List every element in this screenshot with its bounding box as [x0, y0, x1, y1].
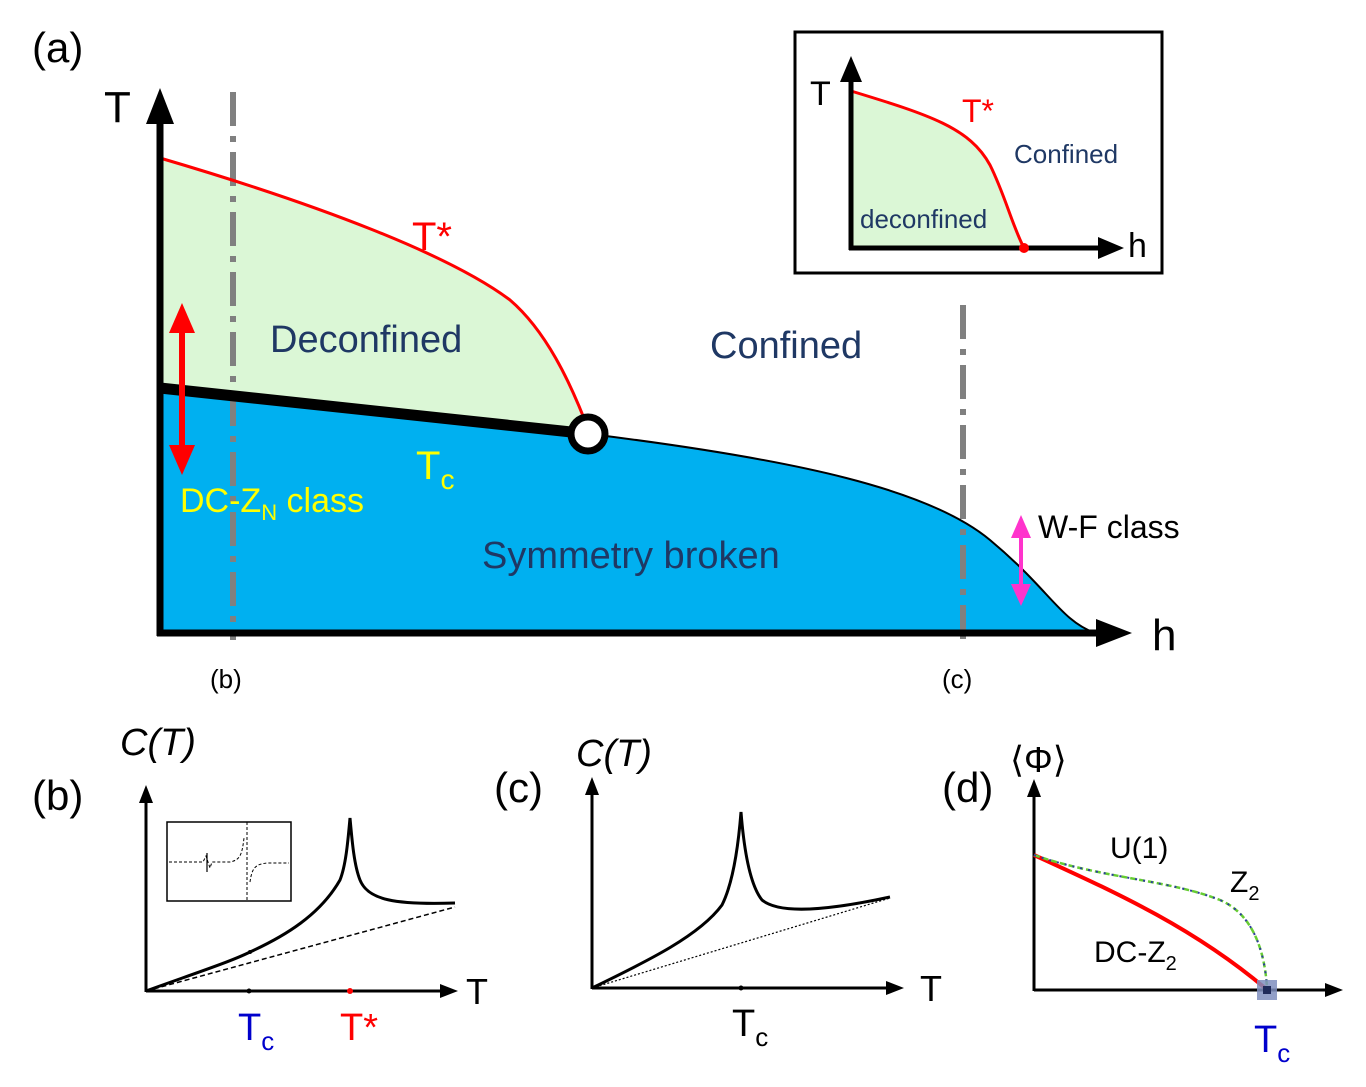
inset-a: T h T* Confined deconfined: [793, 30, 1164, 275]
panel-c-axis-y-arrowhead: [585, 777, 599, 795]
panel-d: (d) ⟨Φ⟩ U(1) Z2 DC-Z2 Tc: [942, 739, 1343, 1068]
panel-b-axis-y-arrowhead: [139, 785, 153, 803]
panel-c-specific-heat-curve: [591, 811, 891, 990]
panel-c-background-line: [591, 897, 891, 989]
inset-t-star-line: [850, 89, 1026, 249]
panel-b-label: (b): [32, 772, 83, 819]
panel-d-dc-z2-label: DC-Z2: [1094, 936, 1177, 975]
panel-c-label: (c): [494, 764, 543, 811]
panel-d-y-label: ⟨Φ⟩: [1010, 739, 1067, 780]
symmetry-broken-region: [160, 388, 1095, 633]
inset-critical-point: [1019, 243, 1029, 253]
deconfined-region: [160, 158, 590, 434]
panel-d-axis-x-arrowhead: [1325, 983, 1343, 997]
axis-a-x-label: h: [1152, 611, 1176, 660]
panel-b-tc-label: Tc: [238, 1007, 274, 1056]
panel-b-x-label: T: [466, 971, 488, 1012]
panel-b-tstar-tick: [347, 988, 353, 994]
panel-d-z2-label: Z2: [1230, 866, 1259, 905]
tc-label: Tc: [416, 444, 454, 495]
inset-axis-x-arrowhead: [1098, 237, 1124, 259]
panel-c-x-label: T: [920, 968, 942, 1009]
axis-a-y-label: T: [104, 83, 131, 132]
panel-b-tc-kink: [248, 950, 252, 954]
confined-label: Confined: [710, 325, 862, 367]
dc-zn-class-label: DC-ZN class: [180, 482, 364, 525]
panel-a: (a) T h T* Deconfined Confi: [32, 24, 1180, 694]
inset-axis-y-arrowhead: [840, 56, 862, 82]
panel-c-tc-tick: [738, 985, 744, 991]
dc-class-arrow-up: [169, 303, 195, 333]
panel-d-axis-y-arrowhead: [1027, 779, 1041, 797]
wf-class-label: W-F class: [1038, 509, 1180, 545]
wf-class-arrow-up: [1011, 515, 1031, 538]
panel-b-specific-heat-curve: [145, 817, 456, 993]
deconfined-label: Deconfined: [270, 319, 462, 361]
t-star-line: [159, 156, 592, 435]
panel-b-tc-tick: [246, 988, 252, 994]
panel-b-axis-x-arrowhead: [440, 984, 458, 998]
inset-x-label: h: [1128, 227, 1147, 265]
panel-b-y-label: C(T): [120, 722, 196, 764]
inset-deconfined-region: [851, 91, 1024, 248]
panel-a-label: (a): [32, 24, 83, 71]
panel-d-tc-marker-core: [1263, 986, 1271, 994]
panel-d-tc-label: Tc: [1254, 1019, 1290, 1068]
panel-b-tstar-label: T*: [340, 1007, 378, 1049]
dc-class-arrow-down: [169, 445, 195, 475]
t-star-label: T*: [412, 215, 452, 259]
panel-c: (c) C(T) T Tc: [494, 733, 942, 1052]
panel-c-tc-label: Tc: [732, 1003, 768, 1052]
panel-b-background-line: [145, 906, 456, 992]
panel-d-dc-z2-curve: [1033, 853, 1267, 990]
inset-t-star-label: T*: [962, 93, 994, 129]
panel-d-z2-curve: [1033, 854, 1268, 989]
tricritical-point: [567, 413, 609, 455]
inset-confined-label: Confined: [1014, 139, 1118, 169]
axis-a-y-arrowhead: [146, 88, 174, 124]
cut-c-label: (c): [942, 664, 972, 694]
axis-a-x-arrowhead: [1096, 619, 1132, 647]
tc-first-order-line: [159, 382, 591, 440]
panel-d-u1-label: U(1): [1110, 832, 1168, 865]
panel-c-y-label: C(T): [576, 733, 652, 775]
panel-b-inset-curve: [169, 837, 289, 883]
panel-d-label: (d): [942, 764, 993, 811]
wf-boundary-line: [589, 433, 1096, 634]
symmetry-broken-label: Symmetry broken: [482, 535, 780, 577]
wf-class-arrow-down: [1011, 584, 1031, 606]
inset-y-label: T: [810, 75, 831, 113]
cut-b-label: (b): [210, 664, 242, 694]
panel-b: (b) C(T) T Tc T*: [32, 722, 488, 1056]
panel-c-axis-x-arrowhead: [886, 981, 904, 995]
inset-deconfined-label: deconfined: [860, 204, 987, 234]
